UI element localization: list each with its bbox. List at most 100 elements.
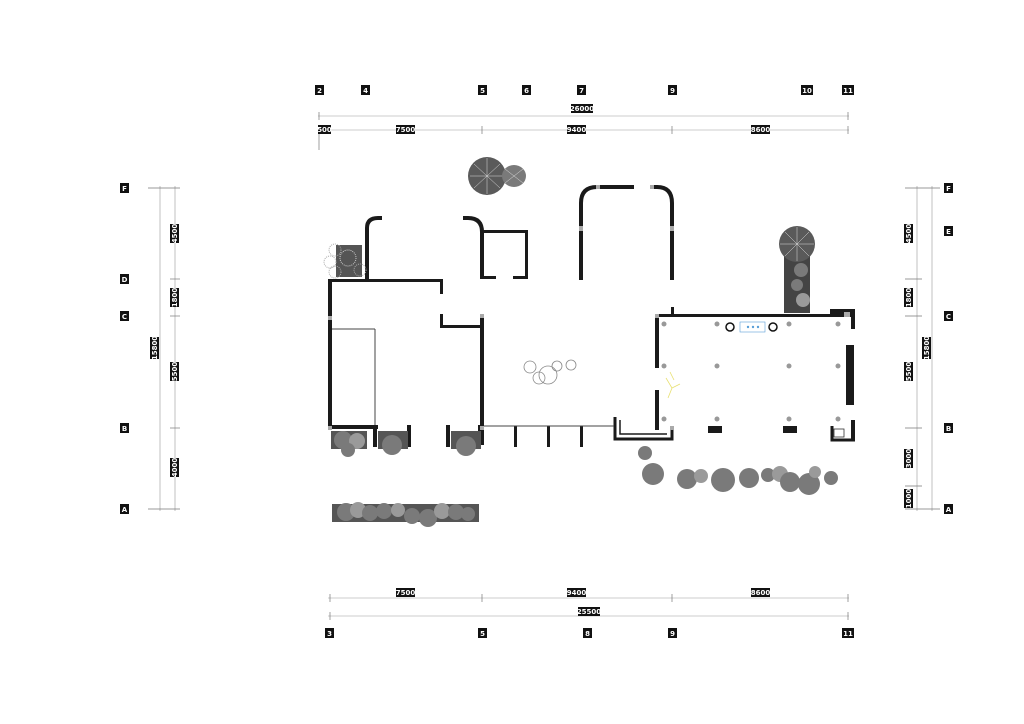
dimension-bottom: 7500 9400 8600 25500 — [328, 588, 849, 620]
svg-text:A: A — [122, 506, 128, 514]
joint-markers — [328, 312, 850, 430]
svg-text:8: 8 — [585, 630, 590, 638]
svg-text:C: C — [122, 313, 127, 321]
svg-text:9: 9 — [670, 87, 675, 95]
round-fixtures — [725, 321, 778, 333]
dim-right-seg-1: 4500 — [904, 224, 913, 243]
dimension-left: 4500 1800 5500 4000 15800 — [148, 186, 180, 511]
planter-northwest — [323, 243, 367, 279]
svg-text:B: B — [122, 425, 127, 433]
svg-text:9: 9 — [670, 630, 675, 638]
grid-tag-top-6: 6 — [522, 85, 531, 95]
grid-tag-bottom-11: 11 — [842, 628, 854, 638]
svg-text:1800: 1800 — [905, 288, 913, 308]
tree-north — [468, 157, 526, 195]
svg-text:9400: 9400 — [567, 589, 587, 597]
dim-top-total: 26000 — [570, 104, 594, 113]
walls-right-hall — [655, 307, 855, 442]
grid-tag-bottom-9: 9 — [668, 628, 677, 638]
dim-bottom-seg-3: 8600 — [751, 588, 771, 597]
svg-text:8600: 8600 — [751, 589, 771, 597]
dim-top-seg-2: 7500 — [396, 125, 416, 134]
dim-right-seg-2: 1800 — [904, 288, 913, 308]
svg-text:7: 7 — [579, 87, 584, 95]
dim-left-seg-3: 5500 — [170, 362, 179, 382]
dim-right-seg-4: 3000 — [904, 449, 913, 469]
svg-text:1800: 1800 — [171, 288, 179, 308]
dim-bottom-total: 25500 — [577, 607, 601, 616]
planter-south-left — [331, 431, 481, 457]
dim-left-total: 15800 — [150, 336, 159, 360]
grid-tag-right-B: B — [944, 423, 953, 433]
svg-text:11: 11 — [843, 87, 853, 95]
svg-text:F: F — [122, 185, 127, 193]
grid-tag-bottom-5: 5 — [478, 628, 487, 638]
grid-tag-right-E: E — [944, 226, 953, 236]
dim-right-total: 15800 — [922, 336, 931, 360]
svg-text:D: D — [122, 276, 128, 284]
svg-text:B: B — [946, 425, 951, 433]
svg-text:10: 10 — [802, 87, 812, 95]
svg-text:11: 11 — [843, 630, 853, 638]
grid-left: F D C B A — [120, 183, 129, 514]
planter-south-long — [332, 502, 479, 527]
yellow-sketch — [665, 371, 681, 399]
grid-tag-left-C: C — [120, 311, 129, 321]
central-circle-feature — [523, 359, 577, 385]
svg-text:6: 6 — [524, 87, 529, 95]
svg-text:500: 500 — [317, 126, 332, 134]
dim-bottom-seg-2: 9400 — [567, 588, 587, 597]
portico-fins — [484, 417, 674, 447]
dim-top-seg-1: 500 — [317, 125, 332, 134]
svg-text:15800: 15800 — [151, 336, 159, 360]
grid-tag-right-C: C — [944, 311, 953, 321]
svg-text:5500: 5500 — [905, 362, 913, 382]
grid-tag-bottom-8: 8 — [583, 628, 592, 638]
svg-text:4: 4 — [363, 87, 368, 95]
grid-tag-top-5: 5 — [478, 85, 487, 95]
grid-tag-top-10: 10 — [801, 85, 813, 95]
dim-left-seg-4: 4000 — [170, 458, 179, 478]
walls-central-arch — [579, 185, 674, 280]
grid-tag-top-9: 9 — [668, 85, 677, 95]
dim-left-seg-2: 1800 — [170, 288, 179, 308]
svg-text:8600: 8600 — [751, 126, 771, 134]
dim-bottom-seg-1: 7500 — [396, 588, 416, 597]
column-grid — [661, 321, 841, 422]
svg-text:4000: 4000 — [171, 458, 179, 478]
svg-text:7500: 7500 — [396, 126, 416, 134]
grid-bottom: 3 5 8 9 11 — [325, 628, 854, 638]
svg-text:26000: 26000 — [570, 105, 594, 113]
dim-top-seg-3: 9400 — [567, 125, 587, 134]
dim-top-seg-4: 8600 — [751, 125, 771, 134]
grid-tag-right-F: F — [944, 183, 953, 193]
svg-text:9400: 9400 — [567, 126, 587, 134]
svg-text:7500: 7500 — [396, 589, 416, 597]
tree-east — [779, 226, 815, 313]
svg-text:4500: 4500 — [171, 224, 179, 244]
grid-tag-top-4: 4 — [361, 85, 370, 95]
svg-text:C: C — [946, 313, 951, 321]
dim-right-seg-5: 1000 — [904, 489, 913, 509]
grid-tag-right-A: A — [944, 504, 953, 514]
svg-text:1000: 1000 — [905, 489, 913, 509]
svg-text:5500: 5500 — [171, 362, 179, 382]
svg-text:3: 3 — [327, 630, 332, 638]
dimension-right: 4500 1800 5500 3000 1000 15800 — [904, 186, 940, 511]
grid-tag-left-F: F — [120, 183, 129, 193]
grid-tag-left-A: A — [120, 504, 129, 514]
svg-text:5: 5 — [480, 87, 485, 95]
svg-text:E: E — [946, 228, 951, 236]
dim-right-seg-3: 5500 — [904, 362, 913, 382]
grid-tag-top-7: 7 — [577, 85, 586, 95]
planting-southeast — [638, 446, 838, 495]
svg-text:15800: 15800 — [923, 336, 931, 360]
svg-text:25500: 25500 — [577, 608, 601, 616]
svg-text:3000: 3000 — [905, 449, 913, 469]
svg-text:A: A — [946, 506, 952, 514]
dimension-top: 26000 500 7500 9400 8600 — [317, 104, 849, 150]
grid-tag-bottom-3: 3 — [325, 628, 334, 638]
grid-tag-left-B: B — [120, 423, 129, 433]
dim-left-seg-1: 4500 — [170, 224, 179, 244]
